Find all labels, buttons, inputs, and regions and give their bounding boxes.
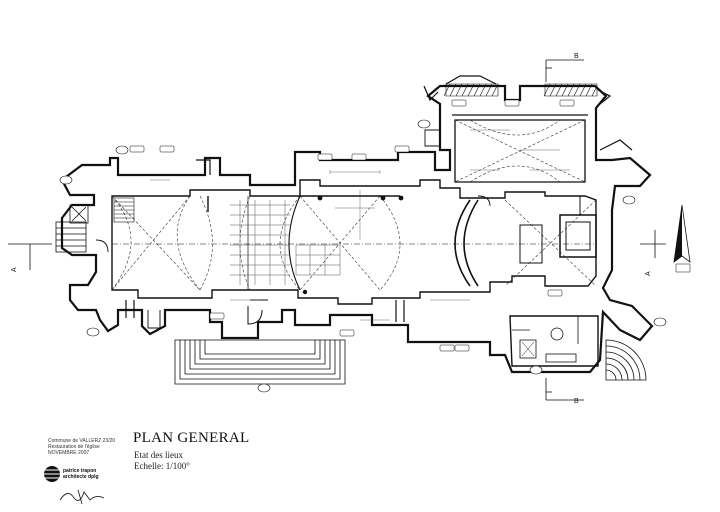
- section-mark-b-top: B: [545, 53, 584, 82]
- section-label-a-left: A: [11, 267, 18, 272]
- roof-stair-hatch: [443, 83, 598, 97]
- doors: [95, 129, 491, 329]
- drawing-subtitle: Etat des lieux: [134, 450, 183, 460]
- transverse-beams: [207, 195, 400, 290]
- architect-title: architecte dplg: [63, 474, 99, 480]
- buttresses: [125, 75, 633, 322]
- west-steps: [55, 204, 89, 253]
- drawing-scale: Echelle: 1/100°: [134, 461, 190, 471]
- column-dots: [302, 195, 404, 295]
- section-label-a-right: A: [645, 271, 652, 276]
- commune-label: Commune de VALLERZ 23/20: [48, 438, 116, 444]
- north-arrow-icon: [673, 204, 691, 273]
- drawing-title: PLAN GENERAL: [133, 430, 250, 446]
- spiral-stair: [113, 197, 135, 223]
- interior-dimensions: [150, 129, 570, 321]
- south-door: [247, 299, 268, 325]
- section-mark-b-bottom: B: [545, 378, 584, 405]
- section-label-b-top: B: [574, 53, 579, 60]
- section-mark-a-left: A: [8, 243, 52, 272]
- section-label-b-bottom: B: [574, 398, 579, 405]
- sacristy-steps: [605, 339, 647, 381]
- altar: [519, 196, 597, 264]
- dimension-tags: [129, 99, 575, 352]
- project-label: Restauration de l'église: [48, 444, 100, 450]
- wall-outline: [60, 84, 654, 374]
- architect-name: patrice trapon: [63, 468, 97, 474]
- arches: [288, 195, 479, 291]
- platform-grid: [230, 200, 341, 285]
- level-markers: [59, 119, 667, 393]
- south-porch-steps: [174, 339, 346, 385]
- section-mark-a-right: A: [640, 230, 666, 276]
- architect-logo-icon: [44, 466, 60, 482]
- signature: [59, 489, 105, 505]
- sacristy-interior: [512, 316, 579, 363]
- date-label: NOVEMBRE 2007: [48, 450, 90, 456]
- vault-ribs: [111, 119, 597, 291]
